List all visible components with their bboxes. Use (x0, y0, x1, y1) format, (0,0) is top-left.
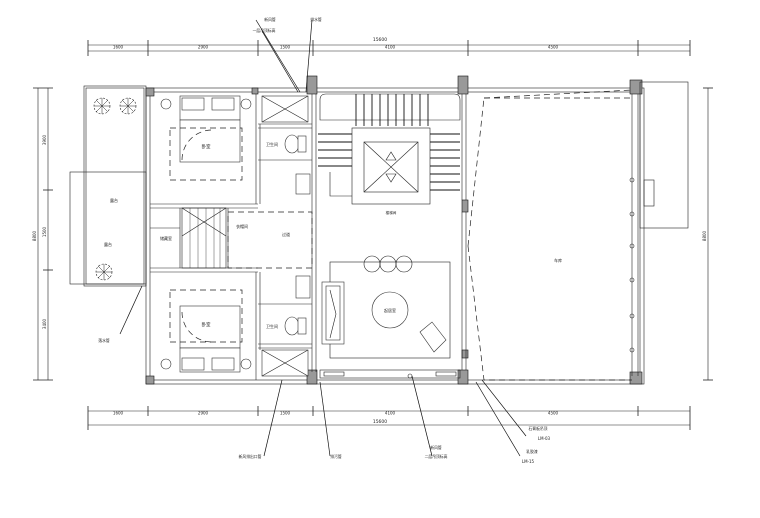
overall-dimension-bottom: 15600 (373, 419, 387, 425)
annotation-bottom-4: 二层吊顶标高 (425, 454, 448, 459)
dim-bottom-3: 1500 (280, 411, 291, 416)
dim-top-4: 4100 (385, 45, 396, 50)
top-dimension-line: 15600 1600 2900 1500 4100 4500 (87, 37, 691, 56)
bottom-dimension-line: 1600 2900 1500 4100 4500 15600 (87, 406, 691, 430)
stair-landing-label: 楼梯间 (386, 210, 397, 215)
annotation-bottom-1: 新风排出口管 (239, 454, 262, 459)
outer-walls (145, 87, 645, 385)
annotation-top-1: 新风管 (264, 17, 276, 22)
dim-left-3: 3400 (42, 318, 47, 329)
balcony: 露台 露台 (69, 85, 147, 287)
dim-bottom-1: 1600 (113, 411, 124, 416)
annotation-right-1-code: LM-03 (538, 436, 551, 441)
annotation-right-1: 石膏板吊顶 (529, 426, 548, 431)
closet-area: 储藏室 衣帽间 过道 (160, 207, 313, 269)
annotation-top-3: 排水管 (310, 17, 322, 22)
bathroom-top: 卫生间 (261, 95, 311, 195)
dim-top-1: 1600 (113, 45, 124, 50)
dim-top-3: 1500 (280, 45, 291, 50)
left-dimension-line: 3900 1500 3400 8800 (32, 87, 53, 381)
annotations: 新风管 一层吊顶标高 排水管 落水管 新风排出口管 排污管 新风管 二层吊顶标高… (98, 17, 550, 464)
dim-right: 8800 (702, 230, 707, 241)
bedroom-top-label: 卧室 (202, 143, 211, 150)
annotation-bottom-2: 排污管 (330, 454, 342, 459)
bathroom-bottom: 卫生间 (261, 275, 311, 377)
bathroom-top-label: 卫生间 (266, 141, 278, 147)
lounge-label: 起居室 (384, 307, 396, 313)
bathroom-bottom-label: 卫生间 (266, 323, 278, 329)
dim-top-2: 2900 (198, 45, 209, 50)
dim-bottom-4: 4100 (385, 411, 396, 416)
dim-left-1: 3900 (42, 134, 47, 145)
bottom-windows (319, 369, 461, 379)
dim-bottom-5: 4500 (548, 411, 559, 416)
annotation-bottom-3: 新风管 (430, 445, 442, 450)
staircase: 楼梯间 (318, 93, 461, 215)
overall-dimension-top: 15600 (373, 37, 387, 43)
annotation-left-1: 落水管 (98, 338, 110, 343)
corridor-label: 过道 (282, 231, 290, 237)
annotation-top-2: 一层吊顶标高 (253, 28, 276, 33)
dim-left-2: 1500 (42, 226, 47, 237)
garage: 车库 (467, 81, 689, 381)
storage-label: 储藏室 (160, 235, 172, 241)
bedroom-bottom-label: 卧室 (202, 321, 211, 328)
annotation-right-2-code: LM-15 (522, 459, 535, 464)
right-dimension-line: 8800 (702, 87, 713, 381)
bedroom-top: 卧室 (160, 95, 252, 181)
balcony-label: 露台 (110, 197, 118, 203)
balcony-label-2: 露台 (104, 241, 112, 247)
closet-label: 衣帽间 (236, 223, 248, 229)
dim-top-5: 4500 (548, 45, 559, 50)
dim-bottom-2: 2900 (198, 411, 209, 416)
bedroom-bottom: 卧室 (160, 289, 252, 373)
garage-label: 车库 (554, 257, 562, 263)
annotation-right-2: 乳胶漆 (526, 449, 538, 454)
lounge: 起居室 (321, 255, 451, 359)
dim-left-overall: 8800 (32, 230, 37, 241)
columns (145, 75, 643, 385)
